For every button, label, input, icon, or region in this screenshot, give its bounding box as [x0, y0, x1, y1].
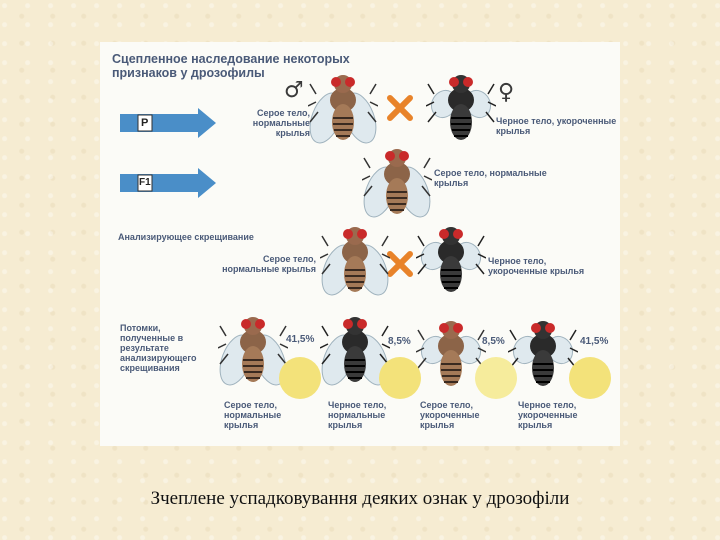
cross-right-label: Черное тело, укороченные крылья [488, 256, 585, 276]
black-fly-short-wings-icon [508, 312, 578, 398]
offspring-label: Черное тело, нормальные крылья [328, 400, 387, 430]
cross-sign-icon [386, 94, 414, 127]
male-symbol: ♂ [284, 78, 304, 103]
p-generation-label: P [141, 117, 149, 129]
gray-fly-normal-wings-icon [308, 66, 378, 152]
offspring-label: Серое тело, укороченные крылья [420, 400, 480, 430]
proportion-disc [278, 356, 322, 400]
offspring-percent: 41,5% [580, 336, 609, 347]
offspring-percent: 8,5% [388, 336, 411, 347]
gray-fly-normal-wings-icon [218, 308, 288, 394]
offspring-percent: 8,5% [482, 336, 505, 347]
offspring-label: Черное тело, укороченные крылья [518, 400, 578, 430]
diagram-title: Сцепленное наследование некоторых призна… [112, 52, 350, 80]
proportion-disc [474, 356, 518, 400]
p-right-label: Черное тело, укороченные крылья [496, 116, 617, 136]
gray-fly-normal-wings-icon [320, 218, 390, 304]
gray-fly-normal-wings-icon [362, 140, 432, 226]
female-symbol: ♀ [498, 80, 515, 105]
proportion-disc [378, 356, 422, 400]
f1-label: Серое тело, нормальные крылья [434, 168, 547, 188]
offspring-percent: 41,5% [286, 334, 315, 345]
cross-left-label: Серое тело, нормальные крылья [222, 254, 316, 274]
cross-sign-icon [386, 250, 414, 283]
black-fly-short-wings-icon [426, 66, 496, 152]
f1-generation-arrow: F1 [120, 168, 216, 198]
offspring-label: Серое тело, нормальные крылья [224, 400, 282, 430]
black-fly-short-wings-icon [416, 218, 486, 304]
offspring-header: Потомки, полученные в результате анализи… [120, 323, 197, 373]
diagram-panel: Сцепленное наследование некоторых призна… [100, 42, 620, 446]
f1-generation-label: F1 [139, 177, 151, 188]
proportion-disc [568, 356, 612, 400]
analyzing-cross-label: Анализирующее скрещивание [118, 232, 254, 242]
p-generation-arrow: P [120, 108, 216, 138]
gray-fly-short-wings-icon [416, 312, 486, 398]
slide-caption: Зчеплене успадковування деяких ознак у д… [150, 488, 570, 509]
p-left-label: Серое тело, нормальные крылья [252, 108, 310, 138]
